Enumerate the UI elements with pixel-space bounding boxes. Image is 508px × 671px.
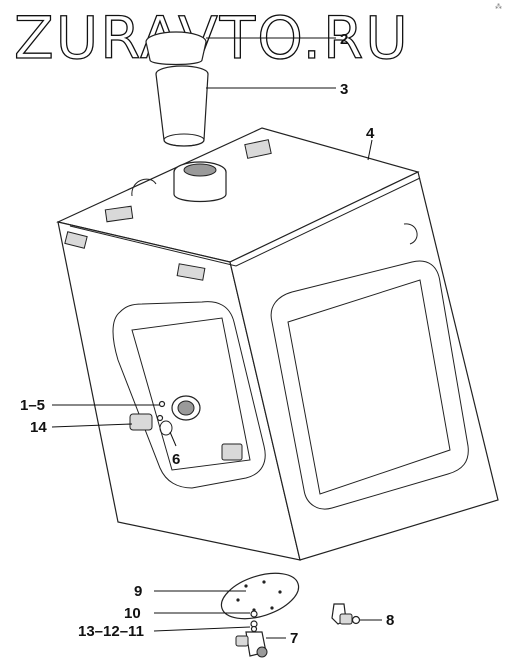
callout-4: 4 <box>366 125 375 142</box>
callout-7: 7 <box>290 630 298 647</box>
callout-10: 10 <box>124 605 141 622</box>
leader-lines <box>51 37 382 639</box>
drain-valve-assembly <box>235 610 268 658</box>
callout-13-12-11: 13–12–11 <box>78 623 144 640</box>
elbow-fitting <box>331 603 361 625</box>
filler-strainer <box>155 65 209 147</box>
corner-mark: ⁂ <box>495 3 502 11</box>
callout-14: 14 <box>30 419 47 436</box>
callout-3: 3 <box>340 81 348 98</box>
callout-9: 9 <box>134 583 142 600</box>
callout-6: 6 <box>172 451 180 468</box>
callout-1-5: 1–5 <box>20 397 45 414</box>
callout-2: 2 <box>340 31 348 48</box>
watermark-text: ZURAVTO.RU <box>14 4 410 68</box>
filler-cap <box>145 31 207 66</box>
watermark: ZURAVTO.RU <box>13 4 410 68</box>
flange-plate <box>220 572 300 620</box>
fuel-tank <box>56 127 499 561</box>
callouts: 2 3 4 1–5 14 6 9 10 13–12–11 7 8 <box>20 31 394 647</box>
callout-8: 8 <box>386 612 394 629</box>
